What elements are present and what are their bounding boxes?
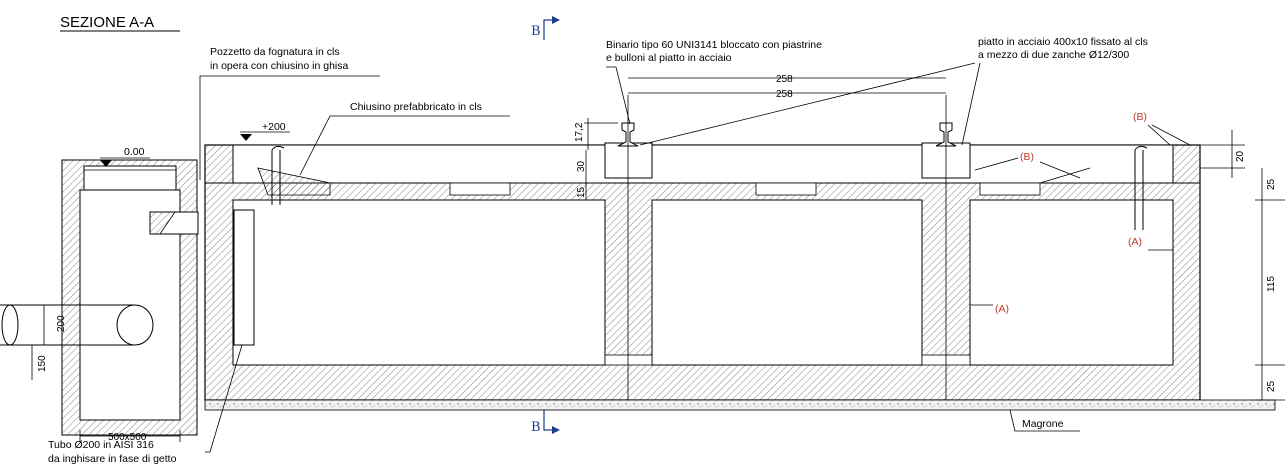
svg-text:17,2: 17,2 [574, 122, 585, 142]
svg-text:B: B [531, 420, 541, 435]
svg-text:20: 20 [1235, 150, 1246, 162]
magrone-layer [204, 399, 1276, 411]
callout-a-right: (A) [1128, 236, 1173, 251]
svg-text:25: 25 [1266, 178, 1277, 190]
main-structure [204, 142, 1201, 401]
svg-text:500x500: 500x500 [108, 432, 147, 443]
dim-right-20: 20 [1200, 130, 1246, 178]
svg-text:+200: +200 [262, 121, 286, 133]
level-marker-zero: 0.00 [100, 146, 150, 167]
svg-text:30: 30 [576, 160, 587, 172]
dim-slab-15: 15 [576, 183, 587, 200]
dim-right-115: 115 [1255, 200, 1285, 366]
drain-pipe [0, 304, 154, 346]
pozzetto [61, 159, 199, 436]
svg-text:(A): (A) [995, 303, 1009, 315]
section-title: SEZIONE A-A [60, 14, 154, 31]
callout-b-mid: (B) [974, 151, 1081, 179]
svg-text:200: 200 [56, 315, 67, 332]
label-piatto: piatto in acciaio 400x10 fissato al cls … [639, 36, 1148, 146]
svg-text:a mezzo di due zanche Ø12/300: a mezzo di due zanche Ø12/300 [978, 49, 1129, 61]
svg-text:Chiusino prefabbricato in cls: Chiusino prefabbricato in cls [350, 101, 482, 113]
callout-b-top: (B) [1133, 111, 1191, 146]
label-chiusino: Chiusino prefabbricato in cls [299, 101, 510, 176]
label-pozzetto: Pozzetto da fognatura in cls in opera co… [199, 46, 380, 180]
dim-slab-30: 30 [576, 150, 587, 183]
svg-text:Tubo Ø200 in AISI 316: Tubo Ø200 in AISI 316 [48, 439, 154, 451]
svg-text:(A): (A) [1128, 236, 1142, 248]
svg-text:258: 258 [776, 74, 793, 85]
dim-pozzetto-size: 500x500 [79, 430, 181, 443]
svg-text:e bulloni al piatto in acciaio: e bulloni al piatto in acciaio [606, 52, 732, 64]
svg-text:Binario tipo 60 UNI3141 blocca: Binario tipo 60 UNI3141 bloccato con pia… [606, 39, 822, 51]
dim-right-25-bottom: 25 [1255, 365, 1285, 401]
dim-pipe-150: 150 [31, 345, 48, 380]
dim-rail-gauge-lower: 258 [628, 89, 946, 100]
dim-rail-height: 17,2 [574, 118, 618, 150]
section-marker-top: B [531, 16, 560, 40]
svg-text:in opera con chiusino in ghisa: in opera con chiusino in ghisa [210, 60, 349, 72]
svg-text:0.00: 0.00 [124, 146, 145, 158]
svg-text:Pozzetto da fognatura in cls: Pozzetto da fognatura in cls [210, 46, 340, 58]
svg-text:150: 150 [37, 355, 48, 372]
svg-text:15: 15 [576, 186, 587, 198]
svg-text:piatto in acciaio 400x10 fissa: piatto in acciaio 400x10 fissato al cls [978, 36, 1148, 48]
label-binario: Binario tipo 60 UNI3141 bloccato con pia… [606, 39, 822, 125]
svg-text:da inghisare in fase di getto: da inghisare in fase di getto [48, 453, 177, 465]
svg-text:B: B [531, 24, 541, 39]
label-tubo: Tubo Ø200 in AISI 316 da inghisare in fa… [48, 344, 243, 465]
level-marker-plus200: +200 [240, 121, 290, 141]
section-marker-bottom: B [531, 410, 560, 435]
dim-right-25-top: 25 [1255, 168, 1285, 201]
svg-text:(B): (B) [1020, 151, 1034, 163]
callout-a-center: (A) [970, 303, 1009, 315]
svg-text:258: 258 [776, 89, 793, 100]
svg-text:115: 115 [1266, 276, 1277, 292]
svg-text:(B): (B) [1133, 111, 1147, 123]
dim-pipe-200: 200 [43, 305, 67, 345]
svg-text:Magrone: Magrone [1022, 418, 1064, 430]
label-magrone: Magrone [1009, 409, 1080, 432]
svg-text:25: 25 [1266, 380, 1277, 392]
dim-rail-gauge-upper: 258 [628, 74, 946, 85]
